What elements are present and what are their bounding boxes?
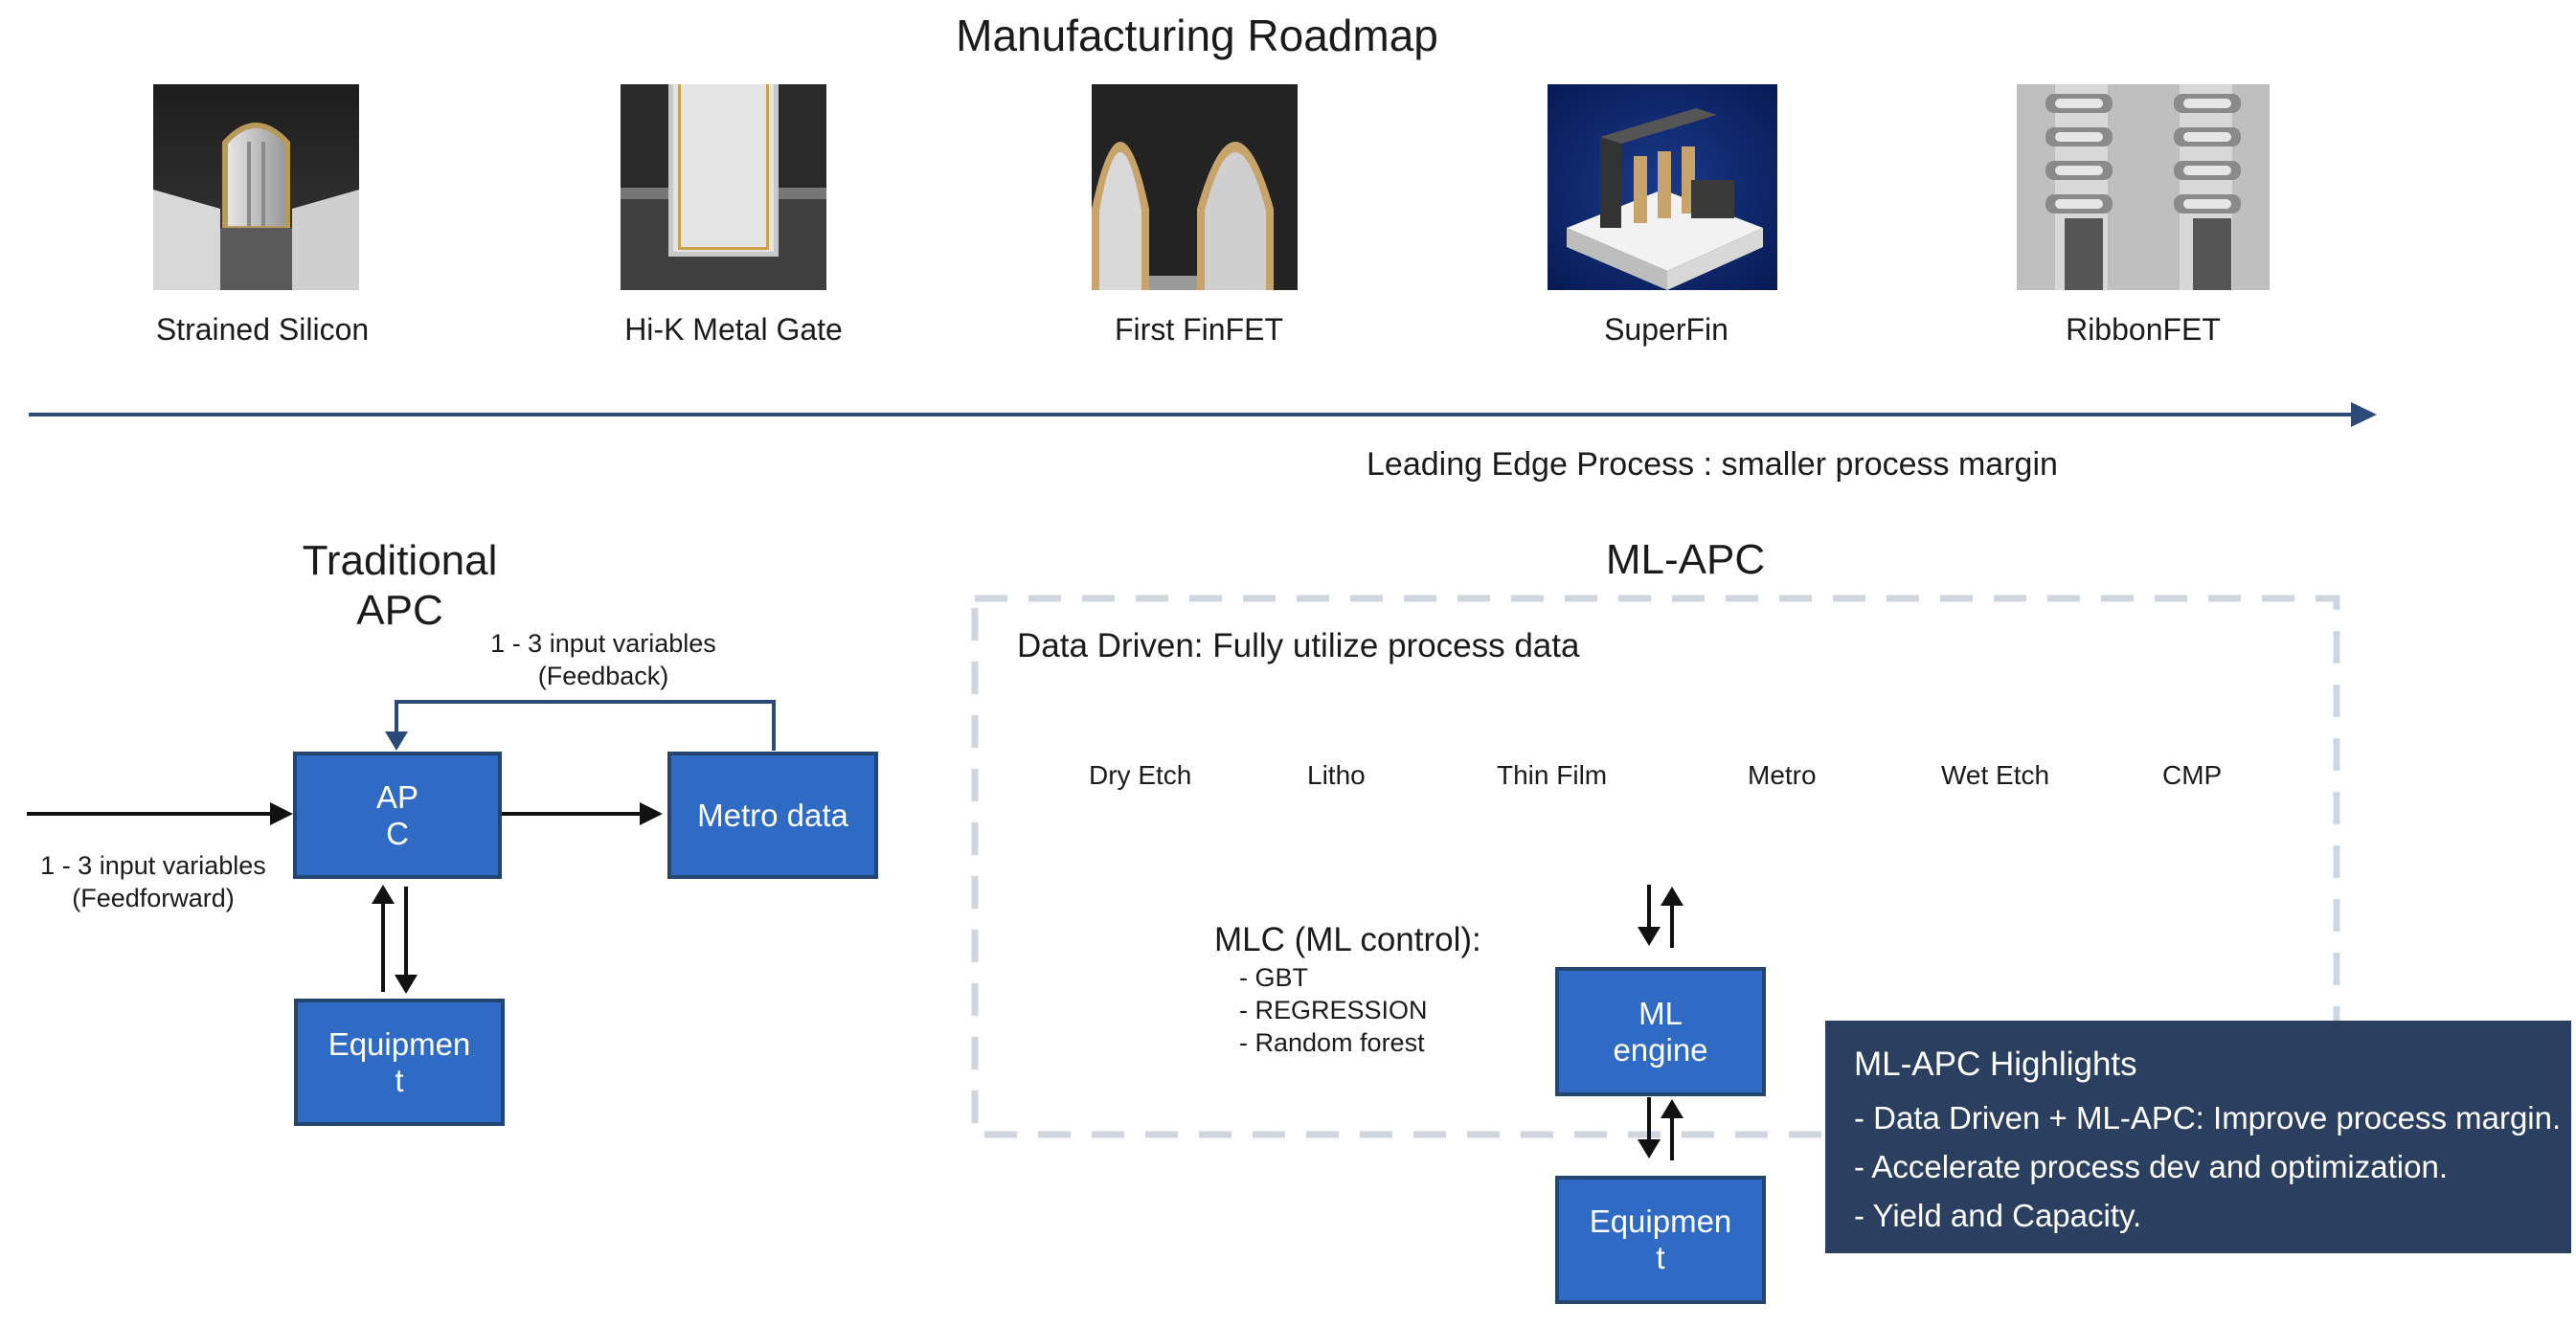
first-finfet-image (1092, 84, 1298, 290)
dept-cmp: CMP (2162, 760, 2223, 790)
ml-equipment-box: Equipmen t (1555, 1176, 1766, 1304)
feedforward-label: 1 - 3 input variables (Feedforward) (19, 850, 287, 915)
strained-silicon-image (153, 84, 359, 290)
feedback-label-line1: 1 - 3 input variables (490, 629, 716, 658)
dept-metro: Metro (1748, 760, 1817, 790)
mlc-block: MLC (ML control): - GBT - REGRESSION - R… (1214, 921, 1481, 1059)
dept-thin-film: Thin Film (1497, 760, 1608, 790)
feedback-label-line2: (Feedback) (537, 661, 669, 690)
mlc-item-gbt: - GBT (1239, 963, 1308, 992)
metro-data-box: Metro data (667, 752, 878, 879)
dept-litho: Litho (1307, 760, 1366, 790)
timeline-label: Leading Edge Process : smaller process m… (1367, 446, 2058, 483)
dept-wet-etch: Wet Etch (1941, 760, 2050, 790)
roadmap-label-hi-k-metal-gate: Hi-K Metal Gate (624, 312, 843, 347)
ml-engine-line2: engine (1613, 1031, 1708, 1068)
ml-apc-subtitle: Data Driven: Fully utilize process data (1017, 627, 1580, 664)
feedback-label: 1 - 3 input variables (Feedback) (460, 628, 747, 693)
superfin-image (1548, 84, 1777, 290)
feedback-arrow (395, 700, 776, 751)
dept-dry-etch: Dry Etch (1089, 760, 1192, 790)
feedforward-label-line1: 1 - 3 input variables (40, 851, 266, 880)
roadmap-label-superfin: SuperFin (1604, 312, 1729, 347)
traditional-title-line2: APC (356, 587, 443, 634)
mlc-title: MLC (ML control): (1214, 921, 1481, 958)
highlight-item: - Accelerate process dev and optimizatio… (1854, 1149, 2448, 1184)
mlc-item-regression: - REGRESSION (1239, 996, 1428, 1024)
traditional-equipment-box: Equipmen t (294, 999, 505, 1126)
feedforward-label-line2: (Feedforward) (72, 883, 235, 912)
roadmap-label-strained-silicon: Strained Silicon (155, 312, 370, 347)
hi-k-metal-gate-image (621, 84, 826, 290)
traditional-apc-title: Traditional APC (249, 536, 551, 636)
highlight-item: - Data Driven + ML-APC: Improve process … (1854, 1100, 2562, 1136)
ribbonfet-image (2017, 84, 2270, 290)
ml-apc-title: ML-APC (1605, 536, 1766, 583)
page-title: Manufacturing Roadmap (956, 11, 1438, 60)
roadmap-label-ribbonfet: RibbonFET (2066, 312, 2221, 347)
ml-equipment-line1: Equipmen (1589, 1203, 1732, 1240)
highlights-title: ML-APC Highlights (1854, 1046, 2137, 1083)
highlight-item: - Yield and Capacity. (1854, 1198, 2142, 1233)
traditional-equipment-line1: Equipmen (328, 1025, 471, 1062)
traditional-title-line1: Traditional (302, 537, 498, 584)
apc-box-line1: AP (375, 778, 419, 815)
roadmap-label-first-finfet: First FinFET (1115, 312, 1283, 347)
ml-engine-box: ML engine (1555, 967, 1766, 1096)
apc-box: AP C (293, 752, 502, 879)
mlc-item-random-forest: - Random forest (1239, 1028, 1425, 1057)
highlights-panel: ML-APC Highlights - Data Driven + ML-APC… (1825, 1021, 2571, 1253)
apc-box-line2: C (386, 815, 409, 851)
ml-engine-line1: ML (1638, 995, 1683, 1031)
traditional-equipment-line2: t (395, 1062, 404, 1098)
ml-equipment-line2: t (1656, 1240, 1665, 1275)
